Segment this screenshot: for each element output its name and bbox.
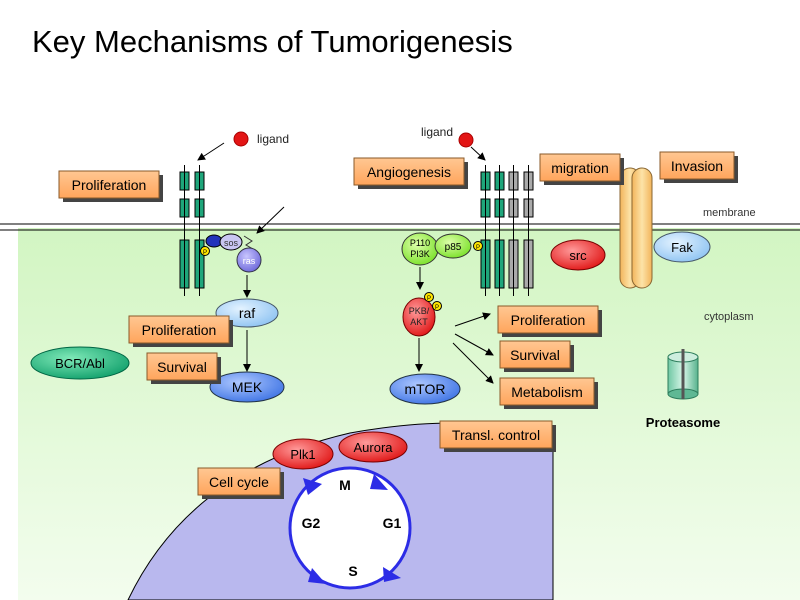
plk1-node bbox=[272, 438, 334, 470]
membrane-label: membrane bbox=[703, 207, 756, 219]
cell-cycle-ring bbox=[288, 466, 412, 590]
ras-anchor-zigzag bbox=[243, 235, 254, 250]
mek-label: MEK bbox=[232, 379, 263, 395]
pi3k-label: PI3K bbox=[410, 249, 430, 259]
cycle-arrowhead bbox=[370, 474, 388, 490]
plk1-label: Plk1 bbox=[290, 447, 315, 462]
box-survival-right: Survival bbox=[499, 340, 574, 372]
phospho-marker bbox=[432, 301, 442, 311]
phospho-marker-label: P bbox=[203, 250, 207, 256]
p85-label: p85 bbox=[445, 242, 462, 253]
box-label: Angiogenesis bbox=[367, 164, 451, 180]
phase-s-label: S bbox=[348, 563, 357, 579]
box-migration: migration bbox=[539, 153, 624, 185]
sos-node bbox=[219, 233, 243, 251]
src-label: src bbox=[569, 248, 587, 263]
cytoplasm-label: cytoplasm bbox=[704, 311, 754, 323]
arrow-akt-survival bbox=[454, 333, 494, 356]
box-label: Cell cycle bbox=[209, 474, 269, 490]
box-angiogenesis: Angiogenesis bbox=[353, 157, 468, 189]
box-label: Proliferation bbox=[142, 322, 217, 338]
ligand-right-label: ligand bbox=[421, 125, 453, 139]
box-label: Survival bbox=[510, 347, 560, 363]
phase-m-label: M bbox=[339, 477, 351, 493]
ligand-right bbox=[458, 132, 474, 148]
phospho-marker-label: P bbox=[476, 245, 480, 251]
phospho-marker bbox=[200, 246, 210, 256]
cycle-arrowhead bbox=[308, 568, 326, 584]
page-title: Key Mechanisms of Tumorigenesis bbox=[32, 24, 513, 59]
receptor-right bbox=[480, 165, 534, 296]
ras-label: ras bbox=[243, 256, 256, 266]
phospho-marker bbox=[424, 292, 434, 302]
p110-label: P110 bbox=[410, 238, 430, 248]
ligand-left-label: ligand bbox=[257, 132, 289, 146]
box-label: Invasion bbox=[671, 158, 723, 174]
pkb-label: PKB/ bbox=[409, 306, 430, 316]
bcr-abl-node bbox=[30, 346, 130, 380]
box-proliferation-mid: Proliferation bbox=[128, 315, 233, 347]
integrin-tube bbox=[631, 167, 653, 289]
proteasome-label: Proteasome bbox=[646, 415, 720, 430]
src-node bbox=[550, 239, 606, 271]
box-label: Transl. control bbox=[452, 427, 540, 443]
arrow-akt-metabolism bbox=[452, 342, 494, 384]
box-proliferation-top: Proliferation bbox=[58, 170, 163, 202]
aurora-label: Aurora bbox=[353, 440, 393, 455]
box-survival-left: Survival bbox=[146, 352, 221, 384]
ras-node bbox=[236, 247, 262, 273]
box-label: Survival bbox=[157, 359, 207, 375]
box-metabolism: Metabolism bbox=[499, 377, 598, 409]
mtor-node bbox=[389, 373, 461, 405]
arrow-ligand-left bbox=[197, 142, 225, 161]
proteasome-icon bbox=[667, 349, 699, 400]
phospho-marker-label: P bbox=[427, 296, 431, 302]
arrow-akt-proliferation bbox=[454, 312, 491, 327]
receptor-left bbox=[179, 165, 205, 296]
aurora-node bbox=[338, 431, 408, 463]
mek-node bbox=[209, 371, 285, 403]
cycle-arrowhead bbox=[303, 478, 322, 495]
sos-label: sos bbox=[224, 238, 239, 248]
box-invasion: Invasion bbox=[659, 151, 738, 183]
arrow-ligand-right bbox=[470, 146, 486, 161]
box-label: Proliferation bbox=[72, 177, 147, 193]
raf-label: raf bbox=[239, 305, 255, 321]
p85-node bbox=[434, 233, 472, 259]
phase-g1-label: G1 bbox=[383, 515, 402, 531]
ligand-left bbox=[233, 131, 249, 147]
box-label: Proliferation bbox=[511, 312, 586, 328]
cycle-arrowhead bbox=[383, 567, 401, 582]
mtor-label: mTOR bbox=[405, 381, 446, 397]
fak-label: Fak bbox=[671, 240, 693, 255]
box-label: migration bbox=[551, 160, 609, 176]
box-cell-cycle: Cell cycle bbox=[197, 467, 284, 499]
arrow-to-ras bbox=[256, 206, 285, 234]
box-proliferation-right: Proliferation bbox=[497, 305, 602, 337]
box-transl-control: Transl. control bbox=[439, 420, 556, 452]
phospho-marker-label: P bbox=[435, 305, 439, 311]
bcr-abl-label: BCR/Abl bbox=[55, 356, 105, 371]
akt-label: AKT bbox=[410, 317, 428, 327]
box-label: Metabolism bbox=[511, 384, 583, 400]
pkb-akt-node bbox=[402, 297, 436, 337]
phase-g2-label: G2 bbox=[302, 515, 321, 531]
phospho-marker bbox=[473, 241, 483, 251]
fak-node bbox=[653, 231, 711, 263]
